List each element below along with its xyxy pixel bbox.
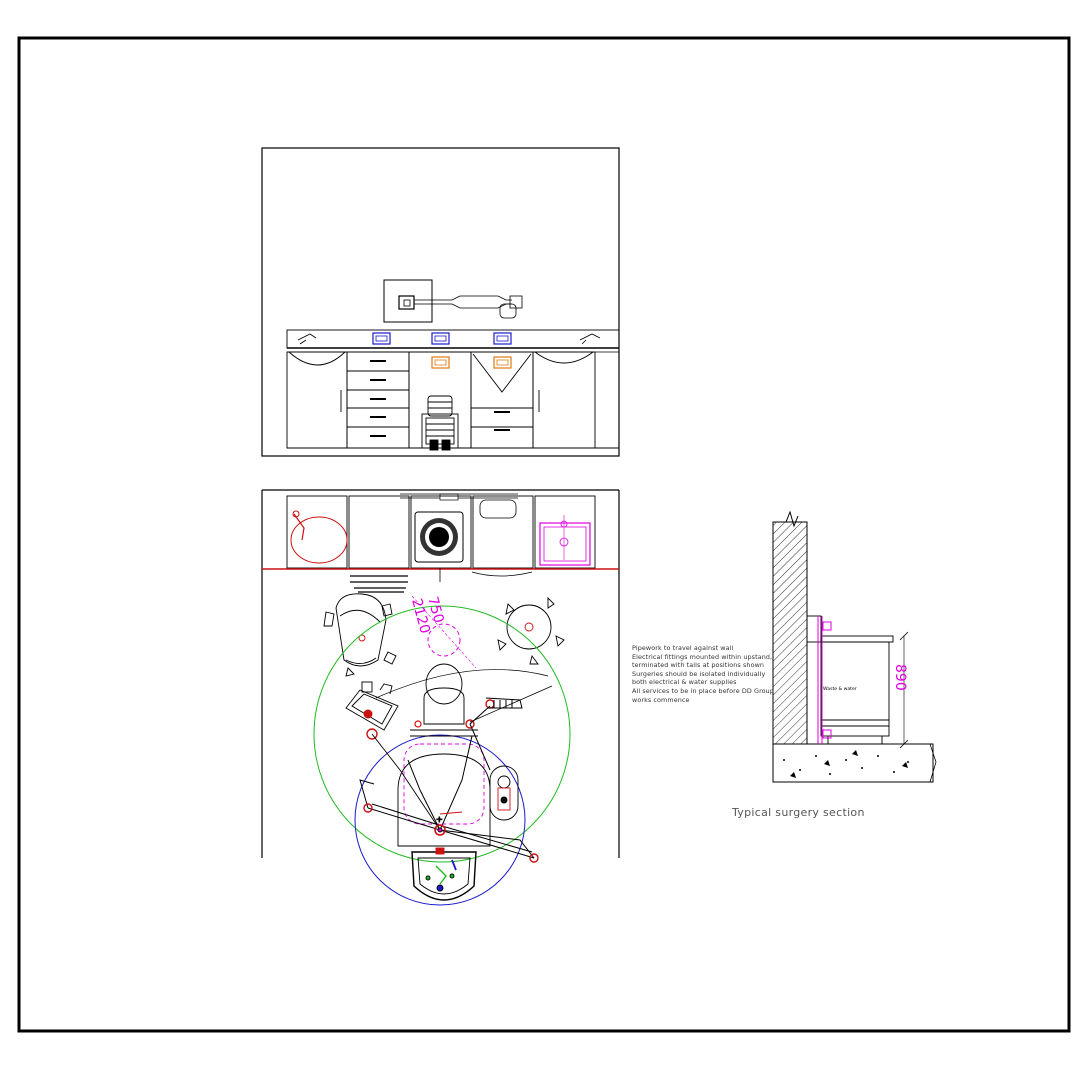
- plan-view: 750 2120: [261, 489, 620, 906]
- section-small-label: Waste & water: [823, 686, 857, 692]
- note-3: Surgeries should be isolated individuall…: [632, 669, 766, 687]
- articulated-arms: +: [359, 697, 539, 863]
- sink-right-icon: [539, 515, 591, 566]
- elevation-view: [261, 147, 620, 457]
- socket-blue-2-icon: [431, 332, 450, 345]
- dental-chair-icon: [397, 663, 491, 901]
- cuspidor-icon: [489, 765, 519, 821]
- surgery-section: Waste & water 890: [772, 510, 937, 783]
- compressor-icon: [414, 511, 464, 563]
- unit-base-elevation: [421, 395, 459, 451]
- elevation-frame: [261, 147, 620, 457]
- clearance-circles: [313, 605, 571, 906]
- dim-890-label: 890: [892, 664, 908, 691]
- socket-blue-3-icon: [493, 332, 512, 345]
- wall-light-box: [383, 279, 433, 323]
- base-cabinets: [286, 351, 619, 449]
- stool-right-icon: [497, 596, 565, 665]
- dim-750-label: 750: [424, 595, 446, 625]
- sink-left-icon: [290, 510, 348, 564]
- socket-blue-1-icon: [372, 332, 391, 345]
- socket-orange-1-icon: [431, 356, 450, 369]
- note-4: All services to be in place before DD Gr…: [632, 686, 774, 704]
- section-floor: [772, 743, 934, 783]
- section-wall: [772, 521, 808, 745]
- sheet-border: [17, 36, 1071, 1033]
- section-title: Typical surgery section: [732, 806, 865, 819]
- socket-orange-2-icon: [493, 356, 512, 369]
- plan-cabinets: [286, 495, 596, 569]
- worktop-upstand: [286, 329, 620, 349]
- drawing-notes: Pipework to travel against wall Electric…: [632, 644, 782, 704]
- note-2: Electrical fittings mounted within upsta…: [632, 652, 773, 670]
- stool-left-icon: [323, 593, 397, 677]
- dimension-890: 890: [892, 631, 909, 749]
- svg-text:+: +: [436, 815, 443, 824]
- note-1: Pipework to travel against wall: [632, 644, 734, 652]
- dimension-750: 750 2120: [408, 595, 477, 669]
- delivery-unit-icon: [345, 681, 441, 831]
